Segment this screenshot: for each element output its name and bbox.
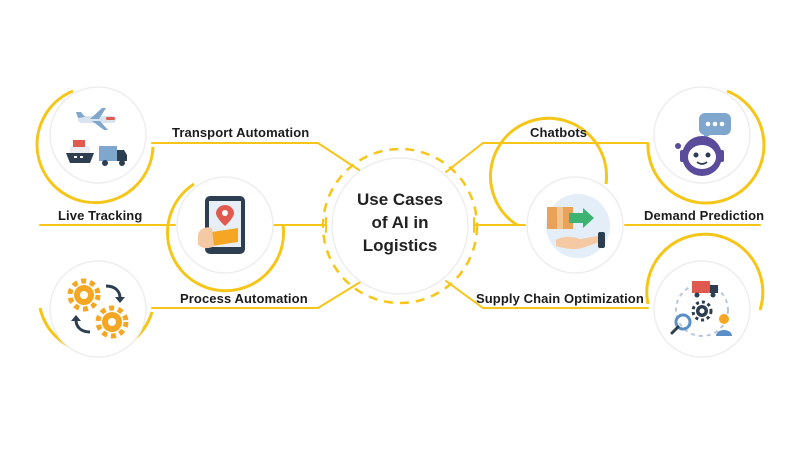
connector-process-automation xyxy=(151,280,363,309)
location-tracking-icon xyxy=(198,196,245,254)
label-process-automation: Process Automation xyxy=(180,291,308,306)
label-supply-chain-optimization: Supply Chain Optimization xyxy=(476,291,644,306)
transport-icon xyxy=(66,108,127,166)
center-circle xyxy=(331,157,469,295)
package-delivery-icon xyxy=(546,194,610,258)
connector-supply-chain xyxy=(445,280,649,309)
center-title: Use Cases of AI in Logistics xyxy=(330,188,470,257)
connector-transport xyxy=(151,142,363,173)
label-transport-automation: Transport Automation xyxy=(172,125,310,140)
label-demand-prediction: Demand Prediction xyxy=(644,208,765,223)
label-live-tracking: Live Tracking xyxy=(58,208,143,223)
node-transport xyxy=(35,86,155,205)
center-title-line-1: Use Cases xyxy=(356,190,443,209)
center-dashed-ring xyxy=(321,147,479,305)
label-chatbots: Chatbots xyxy=(530,125,588,140)
center-title-line-2: of AI in xyxy=(371,213,429,232)
chatbot-icon xyxy=(675,113,731,176)
connector-chatbots xyxy=(445,142,649,173)
supply-chain-cycle-icon xyxy=(670,281,732,337)
node-chatbots xyxy=(646,86,766,205)
node-process-automation xyxy=(38,260,154,358)
center-title-line-3: Logistics xyxy=(362,236,438,255)
gears-automation-icon xyxy=(67,278,129,339)
node-supply-chain xyxy=(645,232,765,358)
